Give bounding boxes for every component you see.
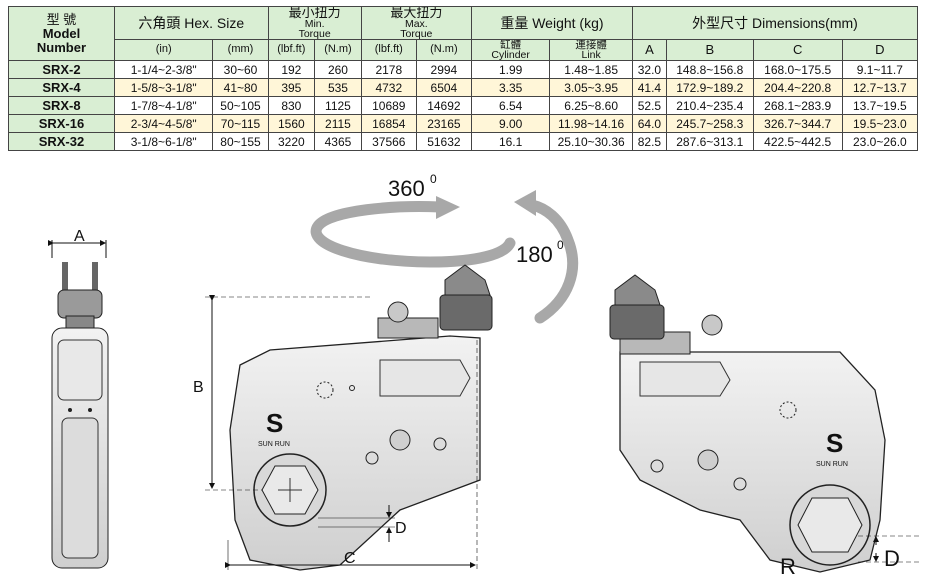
side-view-drawing: A bbox=[48, 228, 109, 569]
cell-max-lbf: 16854 bbox=[360, 114, 417, 133]
cell-a: 64.0 bbox=[631, 114, 667, 133]
cell-min-nm: 4365 bbox=[314, 132, 362, 151]
cell-min-nm: 2115 bbox=[314, 114, 362, 133]
cell-model: SRX-16 bbox=[8, 114, 115, 133]
cell-hex-in: 2-3/4~4-5/8" bbox=[113, 114, 214, 133]
cell-model: SRX-4 bbox=[8, 78, 115, 97]
dim-label-d: D bbox=[395, 520, 407, 537]
header-dimensions: 外型尺寸 Dimensions(mm) bbox=[631, 6, 919, 40]
cell-cyl: 16.1 bbox=[470, 132, 551, 151]
cell-hex-in: 1-5/8~3-1/8" bbox=[113, 78, 214, 97]
brand-name-left: SUN RUN bbox=[258, 441, 290, 448]
cell-d: 13.7~19.5 bbox=[841, 96, 919, 115]
cell-hex-mm: 41~80 bbox=[212, 78, 269, 97]
cell-d: 19.5~23.0 bbox=[841, 114, 919, 133]
cell-max-nm: 6504 bbox=[415, 78, 472, 97]
unit-mm: (mm) bbox=[212, 39, 269, 61]
unit-nm: (N.m) bbox=[314, 39, 362, 61]
cell-cyl: 6.54 bbox=[470, 96, 551, 115]
dim-label-c: C bbox=[344, 550, 356, 567]
cell-min-lbf: 1560 bbox=[267, 114, 316, 133]
cell-hex-in: 3-1/8~6-1/8" bbox=[113, 132, 214, 151]
cell-max-lbf: 37566 bbox=[360, 132, 417, 151]
cell-model: SRX-8 bbox=[8, 96, 115, 115]
cell-c: 326.7~344.7 bbox=[752, 114, 843, 133]
cell-c: 268.1~283.9 bbox=[752, 96, 843, 115]
cell-b: 172.9~189.2 bbox=[665, 78, 754, 97]
cell-min-lbf: 395 bbox=[267, 78, 316, 97]
header-dim-c: C bbox=[752, 39, 843, 61]
header-hex-size: 六角頭 Hex. Size bbox=[113, 6, 269, 40]
cell-model: SRX-32 bbox=[8, 132, 115, 151]
cell-link: 11.98~14.16 bbox=[549, 114, 633, 133]
header-dim-d: D bbox=[841, 39, 919, 61]
cell-max-nm: 23165 bbox=[415, 114, 472, 133]
rotation-360-arrow bbox=[310, 196, 516, 268]
brand-logo-left: S bbox=[266, 408, 283, 438]
unit-in: (in) bbox=[113, 39, 214, 61]
header-min-torque: 最小扭力 Min. Torque bbox=[267, 6, 362, 40]
unit-lbfft-max: (lbf.ft) bbox=[360, 39, 417, 61]
cell-link: 3.05~3.95 bbox=[549, 78, 633, 97]
cell-d: 12.7~13.7 bbox=[841, 78, 919, 97]
dim-label-r: R bbox=[780, 554, 796, 576]
cell-min-lbf: 3220 bbox=[267, 132, 316, 151]
brand-logo-right: S bbox=[826, 428, 843, 458]
cell-c: 422.5~442.5 bbox=[752, 132, 843, 151]
cell-max-nm: 14692 bbox=[415, 96, 472, 115]
cell-c: 168.0~175.5 bbox=[752, 60, 843, 79]
degree-360: 0 bbox=[430, 172, 437, 186]
dim-label-d-right: D bbox=[884, 546, 900, 571]
cell-min-nm: 535 bbox=[314, 78, 362, 97]
header-cylinder: 缸體 Cylinder bbox=[470, 39, 551, 61]
cell-a: 41.4 bbox=[631, 78, 667, 97]
brand-name-right: SUN RUN bbox=[816, 461, 848, 468]
dim-label-a: A bbox=[74, 228, 85, 245]
specifications-table: 型 號 Model Number 六角頭 Hex. Size 最小扭力 Min.… bbox=[8, 6, 919, 151]
cell-b: 148.8~156.8 bbox=[665, 60, 754, 79]
cell-max-nm: 51632 bbox=[415, 132, 472, 151]
front-view-drawing: S SUN RUN B C D bbox=[193, 264, 493, 571]
rotation-180-arrow bbox=[514, 190, 579, 324]
dim-label-b: B bbox=[193, 379, 204, 396]
cell-cyl: 9.00 bbox=[470, 114, 551, 133]
header-weight: 重量 Weight (kg) bbox=[470, 6, 633, 40]
mirrored-view-drawing: S SUN RUN R D bbox=[609, 274, 920, 576]
degree-180: 0 bbox=[557, 238, 564, 252]
cell-d: 23.0~26.0 bbox=[841, 132, 919, 151]
label-360: 360 bbox=[388, 176, 425, 201]
header-link: 連接體 Link bbox=[549, 39, 633, 61]
cell-hex-mm: 80~155 bbox=[212, 132, 269, 151]
header-model: 型 號 Model Number bbox=[8, 6, 115, 61]
label-180: 180 bbox=[516, 242, 553, 267]
cell-a: 82.5 bbox=[631, 132, 667, 151]
cell-max-lbf: 10689 bbox=[360, 96, 417, 115]
cell-link: 25.10~30.36 bbox=[549, 132, 633, 151]
cell-cyl: 1.99 bbox=[470, 60, 551, 79]
